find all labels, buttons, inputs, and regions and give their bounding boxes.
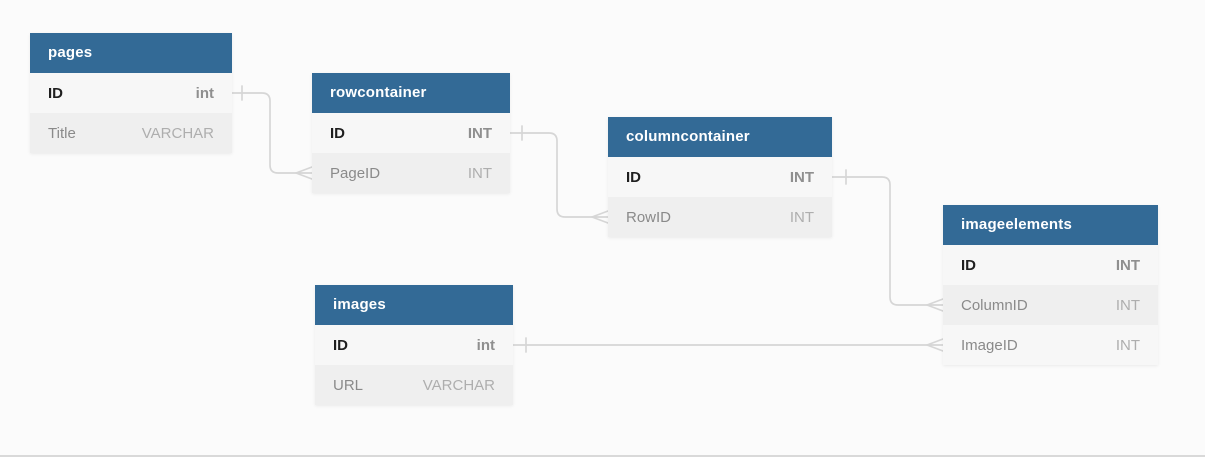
column-type: VARCHAR xyxy=(422,376,495,394)
table-imageelements[interactable]: imageelements ID INT ColumnID INT ImageI… xyxy=(943,205,1158,365)
relationship-columncontainer-imageelements xyxy=(831,169,944,312)
column-type: INT xyxy=(789,168,814,186)
column-name: ID xyxy=(626,168,641,186)
table-imageelements-row-id: ID INT xyxy=(943,245,1158,285)
relationship-pages-rowcontainer xyxy=(231,85,313,180)
table-imageelements-row-columnid: ColumnID INT xyxy=(943,285,1158,325)
column-name: URL xyxy=(333,376,364,394)
column-type: INT xyxy=(789,208,814,226)
column-name: ColumnID xyxy=(961,296,1028,314)
table-pages[interactable]: pages ID int Title VARCHAR xyxy=(30,33,232,153)
column-type: int xyxy=(476,336,495,354)
table-rowcontainer-row-pageid: PageID INT xyxy=(312,153,510,193)
table-pages-header[interactable]: pages xyxy=(30,33,232,73)
column-name: ID xyxy=(330,124,345,142)
table-images-row-url: URL VARCHAR xyxy=(315,365,513,405)
table-columncontainer-row-id: ID INT xyxy=(608,157,832,197)
table-images-row-id: ID int xyxy=(315,325,513,365)
relationship-images-imageelements xyxy=(512,337,944,353)
table-rowcontainer-header[interactable]: rowcontainer xyxy=(312,73,510,113)
table-rowcontainer-row-id: ID INT xyxy=(312,113,510,153)
crow-foot-many-icon xyxy=(591,210,609,224)
table-columncontainer-row-rowid: RowID INT xyxy=(608,197,832,237)
column-type: int xyxy=(195,84,214,102)
column-name: ImageID xyxy=(961,336,1018,354)
column-type: VARCHAR xyxy=(141,124,214,142)
table-columncontainer-header[interactable]: columncontainer xyxy=(608,117,832,157)
connector-line xyxy=(231,92,297,174)
table-pages-row-id: ID int xyxy=(30,73,232,113)
column-name: Title xyxy=(48,124,76,142)
relationship-rowcontainer-columncontainer xyxy=(509,125,609,224)
table-pages-row-title: Title VARCHAR xyxy=(30,113,232,153)
column-type: INT xyxy=(467,124,492,142)
column-type: INT xyxy=(1115,256,1140,274)
column-name: ID xyxy=(333,336,348,354)
column-type: INT xyxy=(1115,336,1140,354)
table-images[interactable]: images ID int URL VARCHAR xyxy=(315,285,513,405)
column-name: ID xyxy=(48,84,63,102)
table-images-header[interactable]: images xyxy=(315,285,513,325)
column-type: INT xyxy=(1115,296,1140,314)
connector-line xyxy=(509,132,593,218)
column-type: INT xyxy=(467,164,492,182)
table-columncontainer[interactable]: columncontainer ID INT RowID INT xyxy=(608,117,832,237)
column-name: ID xyxy=(961,256,976,274)
column-name: RowID xyxy=(626,208,672,226)
table-rowcontainer[interactable]: rowcontainer ID INT PageID INT xyxy=(312,73,510,193)
table-imageelements-header[interactable]: imageelements xyxy=(943,205,1158,245)
crow-foot-many-icon xyxy=(295,166,313,180)
table-imageelements-row-imageid: ImageID INT xyxy=(943,325,1158,365)
connector-line xyxy=(831,176,928,306)
crow-foot-many-icon xyxy=(926,338,944,352)
column-name: PageID xyxy=(330,164,381,182)
crow-foot-many-icon xyxy=(926,298,944,312)
